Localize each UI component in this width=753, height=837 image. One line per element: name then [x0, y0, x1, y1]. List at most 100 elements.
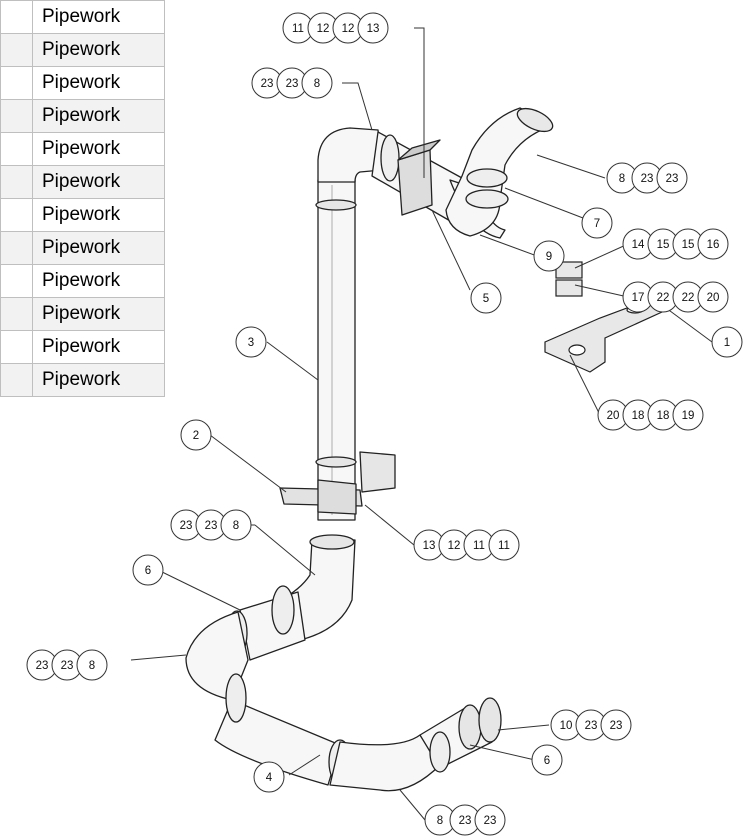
fitting-17: [555, 279, 583, 297]
table-row: Pipework: [0, 231, 165, 265]
item-number: 19: [682, 410, 695, 422]
item-number: 8: [314, 78, 320, 90]
diagonal-band-1: [271, 585, 295, 635]
lower-elbow-band: [309, 534, 355, 550]
row-number-cell: [0, 198, 33, 232]
fittings-group: [544, 261, 663, 373]
item-number: 4: [266, 772, 273, 784]
item-number: 20: [607, 410, 620, 422]
item-balloon: [581, 207, 613, 239]
item-number: 8: [89, 660, 95, 672]
item-balloon: [253, 761, 285, 793]
item-balloon: [533, 240, 565, 272]
leader-j: [569, 354, 601, 416]
leader-b: [342, 82, 373, 131]
item-number: 1: [724, 337, 730, 349]
bracket-5-top: [397, 139, 441, 161]
item-balloon: [656, 162, 688, 194]
item-number: 15: [682, 239, 695, 251]
item-balloon: [531, 744, 563, 776]
elbow-band-upper: [466, 168, 508, 188]
leader-i: [661, 304, 713, 343]
row-number-cell: [0, 231, 33, 265]
category-cell: Pipework: [32, 363, 165, 397]
leader-o: [157, 569, 241, 611]
item-number: 23: [459, 815, 472, 827]
parts-table: Pipework Pipework Pipework Pipework Pipe…: [0, 0, 165, 397]
table-row: Pipework: [0, 198, 165, 232]
item-number: 23: [641, 173, 654, 185]
item-number: 8: [233, 520, 239, 532]
vertical-pipe: [317, 179, 356, 521]
bracket-2-clamp: [317, 479, 357, 515]
riser-clamp-top: [315, 199, 357, 211]
leader-m: [364, 504, 415, 546]
item-number: 12: [342, 23, 355, 35]
leader-h: [574, 284, 629, 298]
item-balloon-group: 9: [533, 240, 565, 272]
item-number: 7: [594, 218, 600, 230]
item-number: 23: [585, 720, 598, 732]
item-number: 13: [423, 540, 436, 552]
item-number: 23: [36, 660, 49, 672]
bracket-2-plate: [359, 451, 396, 493]
item-number: 12: [317, 23, 330, 35]
item-balloon-group: 3: [235, 326, 267, 358]
item-number: 8: [437, 815, 443, 827]
item-balloon: [132, 554, 164, 586]
item-balloon-group: 5: [470, 282, 502, 314]
item-number: 17: [632, 292, 645, 304]
upper-right-coupling: [516, 107, 554, 133]
table-row: Pipework: [0, 66, 165, 100]
item-number: 23: [666, 173, 679, 185]
category-cell: Pipework: [32, 165, 165, 199]
table-row: Pipework: [0, 165, 165, 199]
item-balloon: [470, 282, 502, 314]
leader-lines: [130, 27, 713, 821]
leader-a: [414, 27, 425, 178]
elbow-band-lower: [465, 189, 509, 209]
table-row: Pipework: [0, 132, 165, 166]
item-balloon: [76, 649, 108, 681]
item-balloon: [711, 326, 743, 358]
row-number-cell: [0, 165, 33, 199]
table-row: Pipework: [0, 99, 165, 133]
item-number: 8: [619, 173, 625, 185]
item-balloon-group: 1: [711, 326, 743, 358]
item-number: 14: [632, 239, 645, 251]
item-number: 5: [483, 293, 489, 305]
category-cell: Pipework: [32, 297, 165, 331]
pipe-assembly: [185, 107, 554, 792]
item-number: 15: [657, 239, 670, 251]
rising-band-2: [458, 704, 482, 750]
item-number: 23: [180, 520, 193, 532]
item-number: 23: [261, 78, 274, 90]
item-balloon: [301, 67, 333, 99]
leader-q: [497, 724, 550, 731]
leader-p: [130, 654, 187, 661]
item-number: 9: [546, 251, 552, 263]
item-number: 11: [498, 540, 510, 552]
item-number: 6: [145, 565, 151, 577]
item-balloon-group: 4: [253, 761, 285, 793]
item-balloon: [697, 228, 729, 260]
category-cell: Pipework: [32, 66, 165, 100]
leader-k: [266, 341, 319, 381]
item-balloon-group: 6: [531, 744, 563, 776]
category-cell: Pipework: [32, 33, 165, 67]
bottom-pipe: [214, 699, 341, 786]
leader-t: [399, 789, 426, 821]
item-balloon: [235, 326, 267, 358]
row-number-cell: [0, 297, 33, 331]
item-number: 13: [367, 23, 380, 35]
item-balloon-group: 8 23 23: [606, 162, 688, 194]
row-number-cell: [0, 264, 33, 298]
